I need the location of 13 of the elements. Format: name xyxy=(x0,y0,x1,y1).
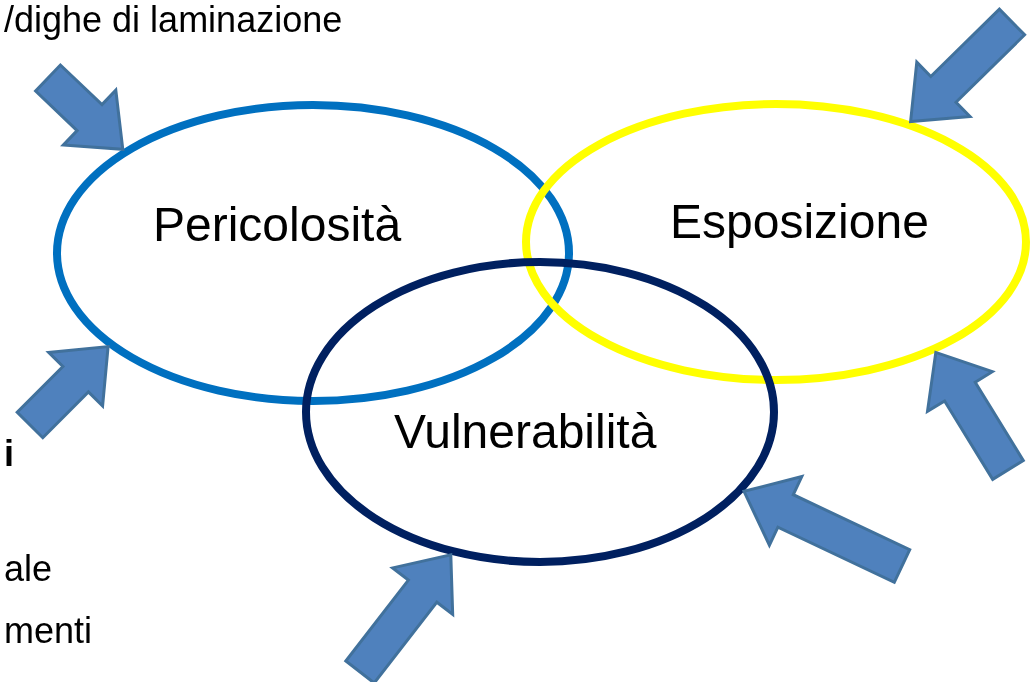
cut-off-text: i xyxy=(4,436,14,472)
block-arrow xyxy=(33,62,125,151)
block-arrow xyxy=(741,474,912,585)
block-arrow xyxy=(15,344,110,440)
cut-off-text: ale xyxy=(4,551,53,587)
block-arrow xyxy=(925,350,1026,482)
ellipse-label: Vulnerabilità xyxy=(394,408,657,456)
block-arrow xyxy=(908,7,1027,124)
block-arrow xyxy=(343,552,455,682)
ellipse-label: Esposizione xyxy=(670,198,929,246)
ellipse-label: Pericolosità xyxy=(153,201,402,249)
cut-off-text: menti xyxy=(4,613,93,649)
cut-off-text: /dighe di laminazione xyxy=(4,2,343,38)
